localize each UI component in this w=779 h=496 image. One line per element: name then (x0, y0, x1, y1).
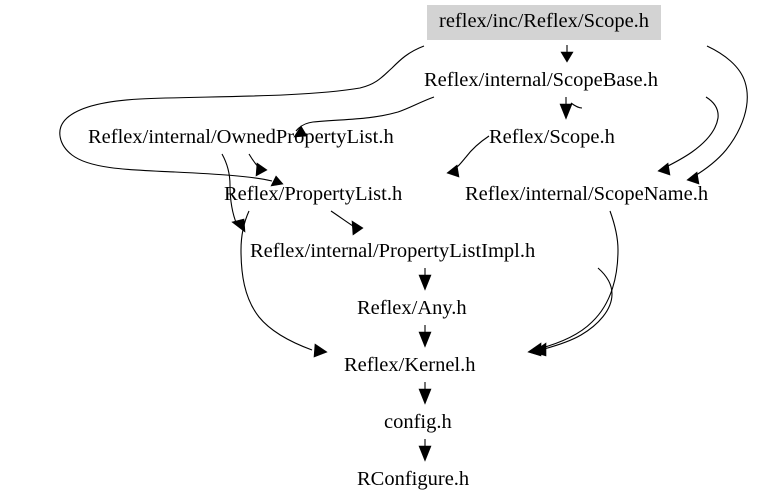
edge-propertylistimpl-to-any (418, 268, 432, 291)
graph-node-scope-root[interactable]: reflex/inc/Reflex/Scope.h (427, 5, 662, 40)
graph-node-kernel[interactable]: Reflex/Kernel.h (344, 355, 476, 376)
graph-node-scope[interactable]: Reflex/Scope.h (489, 127, 615, 148)
edge-scopebase-to-ownedpropertylist (293, 96, 435, 138)
edge-propertylist-to-propertylistimpl (330, 210, 364, 236)
graph-node-label: Reflex/Kernel.h (344, 354, 476, 376)
edge-kernel-to-config (418, 382, 432, 405)
graph-node-scopebase[interactable]: Reflex/internal/ScopeBase.h (424, 70, 658, 91)
graph-node-label: Reflex/Any.h (357, 297, 467, 319)
graph-node-label: config.h (384, 411, 452, 433)
edge-ownedpropertylist-to-propertylist (248, 153, 268, 177)
graph-node-label: Reflex/Scope.h (489, 126, 615, 148)
graph-node-ownedpropertylist[interactable]: Reflex/internal/OwnedPropertyList.h (88, 127, 394, 148)
graph-node-scopename[interactable]: Reflex/internal/ScopeName.h (465, 184, 708, 205)
edge-propertylistimpl-to-kernel (532, 267, 613, 357)
graph-node-propertylist[interactable]: Reflex/PropertyList.h (224, 184, 402, 205)
edge-config-to-rconfigure (418, 439, 432, 462)
graph-node-any[interactable]: Reflex/Any.h (357, 298, 467, 319)
edge-scope-root-to-propertylist (59, 45, 425, 187)
graph-node-label: reflex/inc/Reflex/Scope.h (439, 10, 650, 32)
edge-any-to-kernel (418, 325, 432, 348)
graph-node-label: Reflex/PropertyList.h (224, 183, 403, 205)
edge-ownedpropertylist-to-propertylistimpl (221, 153, 246, 233)
edge-scope-to-propertylist (446, 135, 490, 178)
graph-node-label: Reflex/internal/ScopeBase.h (424, 69, 658, 91)
edge-propertylist-to-kernel (240, 210, 328, 358)
graph-node-label: RConfigure.h (357, 468, 470, 490)
edge-scopename-to-kernel (527, 210, 619, 357)
graph-node-config[interactable]: config.h (384, 412, 452, 433)
graph-node-label: Reflex/internal/ScopeName.h (465, 183, 709, 205)
edge-scopebase-to-scope (559, 97, 583, 120)
edge-scope-root-to-scopename-outer (686, 45, 748, 185)
graph-node-rconfigure[interactable]: RConfigure.h (357, 469, 469, 490)
edge-scopebase-to-scopename (657, 96, 719, 176)
edge-scope-root-to-scopebase (560, 45, 574, 63)
graph-node-label: Reflex/internal/PropertyListImpl.h (250, 240, 536, 262)
graph-node-label: Reflex/internal/OwnedPropertyList.h (88, 126, 394, 148)
graph-node-propertylistimpl[interactable]: Reflex/internal/PropertyListImpl.h (250, 241, 535, 262)
